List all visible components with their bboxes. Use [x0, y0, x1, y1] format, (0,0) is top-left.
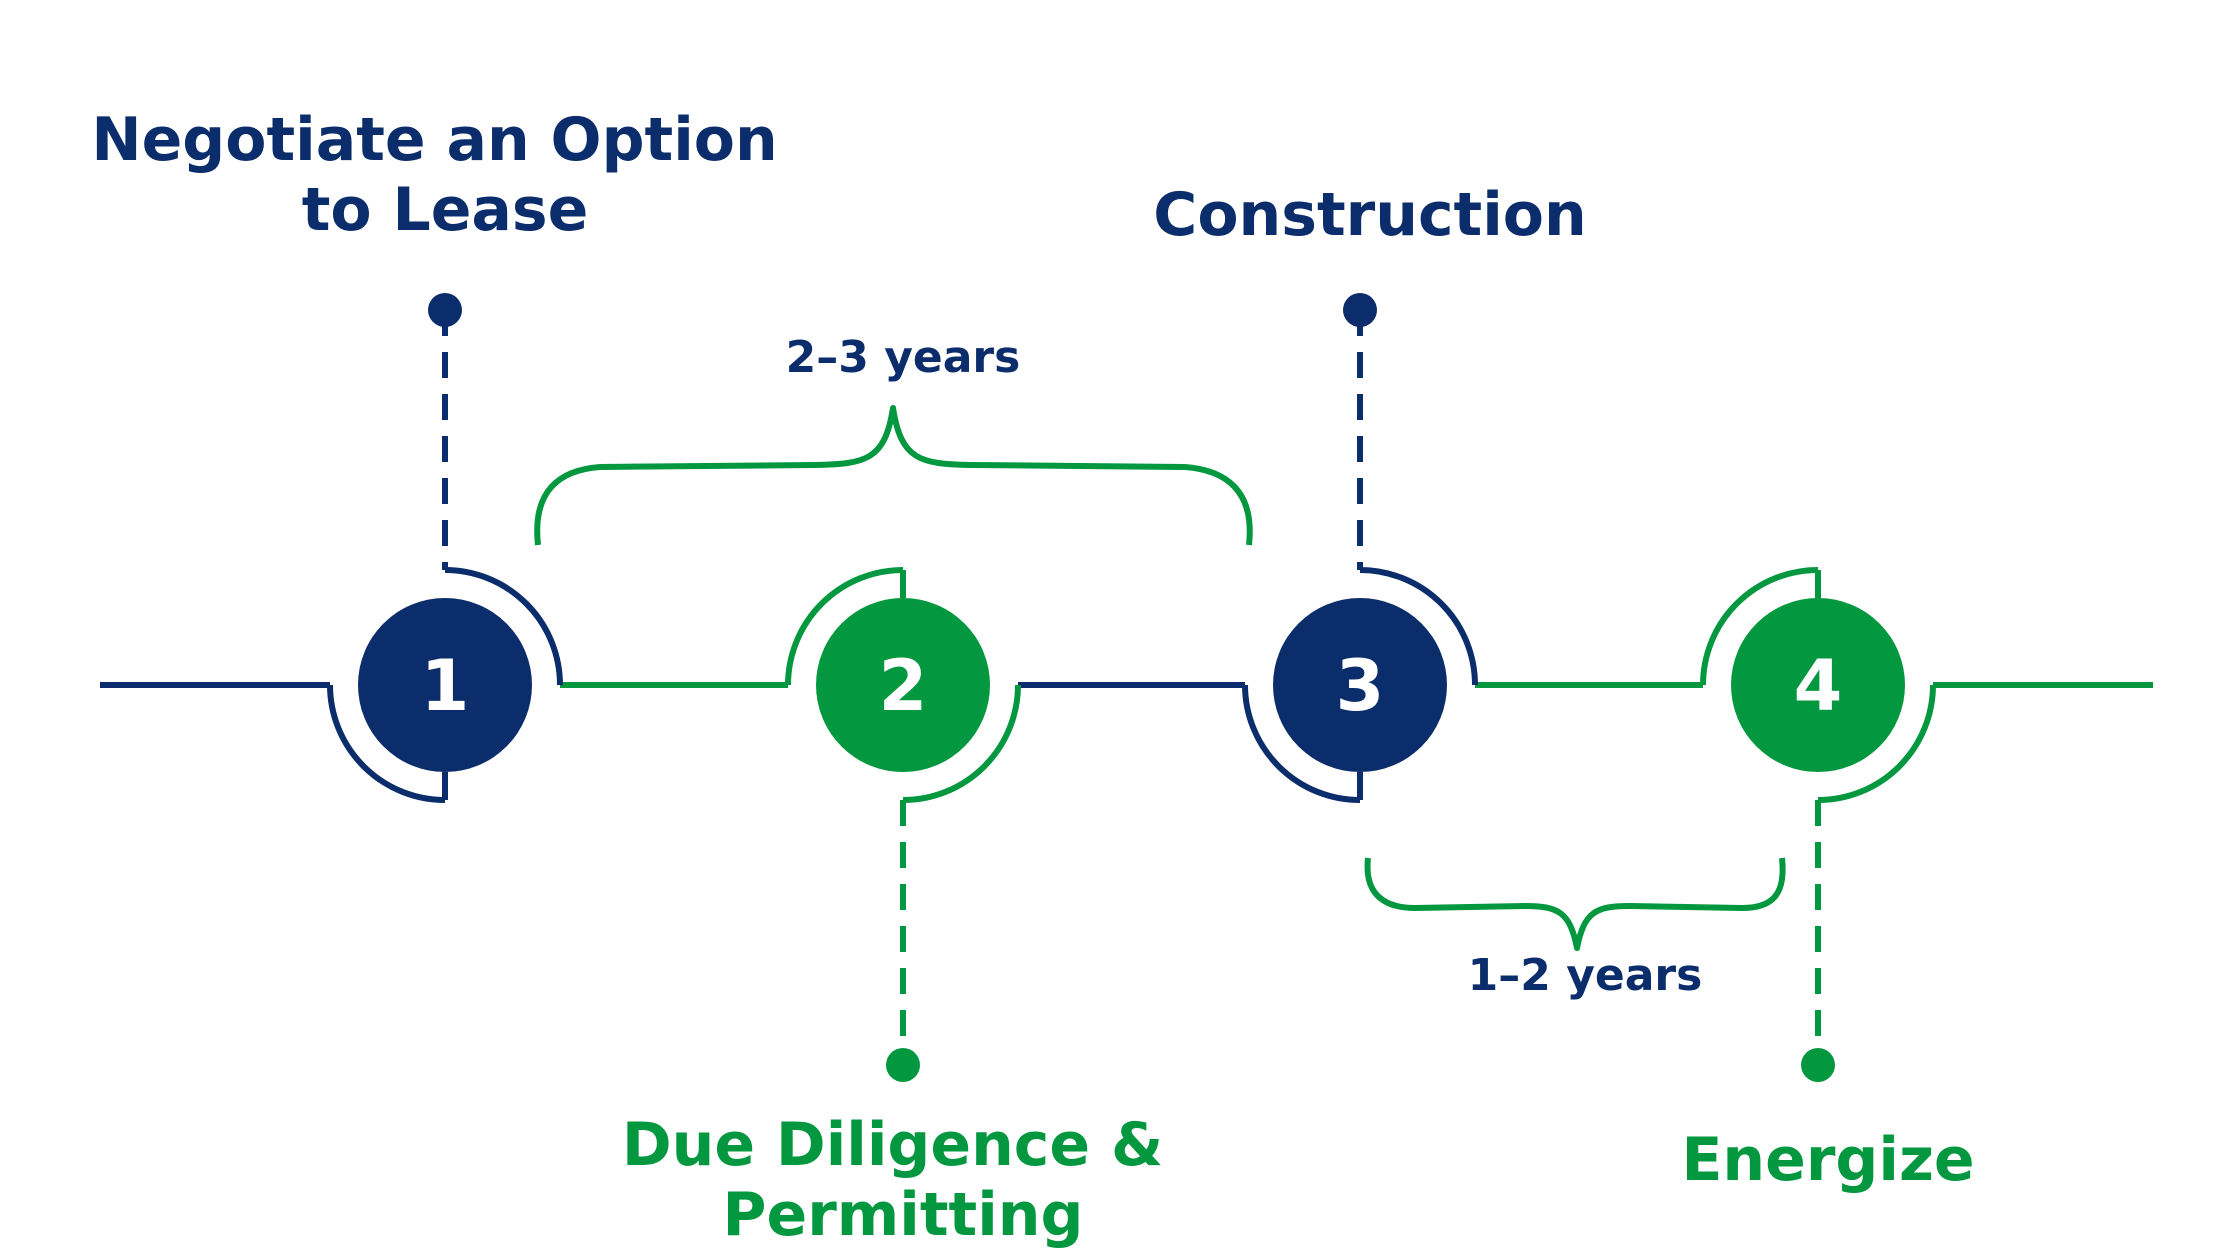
step-1-arc-upper [444, 567, 563, 686]
step-4-title: Energize [1681, 1125, 1974, 1195]
step-3: 3 Construction [1153, 180, 1587, 803]
step-2-arc-lower [902, 684, 1021, 803]
step-2-title: Due Diligence & Permitting [622, 1110, 1184, 1250]
step-1-circle [358, 598, 532, 772]
step-4-arc-upper [1700, 567, 1819, 686]
duration-brace-top: 2–3 years [534, 332, 1253, 546]
step-3-endpoint-dot [1343, 293, 1377, 327]
step-1-title-line: to Lease [302, 175, 589, 245]
step-1-endpoint-dot [428, 293, 462, 327]
duration-label-bottom: 1–2 years [1468, 950, 1703, 1001]
step-2-arc-upper [785, 567, 904, 686]
step-2: 2 Due Diligence & Permitting [622, 567, 1184, 1250]
step-3-circle [1273, 598, 1447, 772]
step-2-number: 2 [879, 645, 928, 727]
brace-1-2-years [1364, 857, 1786, 951]
step-4-title-line: Energize [1681, 1125, 1974, 1195]
step-3-arc-upper [1359, 567, 1478, 686]
step-2-title-line: Permitting [723, 1180, 1084, 1250]
step-4-circle [1731, 598, 1905, 772]
step-2-title-line: Due Diligence & [622, 1110, 1163, 1180]
step-3-arc-lower [1242, 684, 1361, 803]
step-1-title: Negotiate an Option to Lease [91, 105, 798, 245]
step-3-title-line: Construction [1153, 180, 1586, 250]
step-2-endpoint-dot [886, 1048, 920, 1082]
step-2-circle [816, 598, 990, 772]
duration-label-top: 2–3 years [786, 332, 1021, 383]
brace-2-3-years [534, 405, 1253, 546]
step-1-arc-lower [327, 684, 446, 803]
duration-brace-bottom: 1–2 years [1364, 857, 1786, 1001]
step-1: 1 Negotiate an Option to Lease [91, 105, 798, 803]
step-4-endpoint-dot [1801, 1048, 1835, 1082]
step-4-number: 4 [1794, 645, 1843, 727]
step-4-arc-lower [1817, 684, 1936, 803]
step-3-number: 3 [1336, 645, 1385, 727]
step-1-number: 1 [421, 645, 470, 727]
step-1-title-line: Negotiate an Option [91, 105, 777, 175]
step-3-title: Construction [1153, 180, 1586, 250]
step-4: 4 Energize [1681, 567, 1975, 1195]
